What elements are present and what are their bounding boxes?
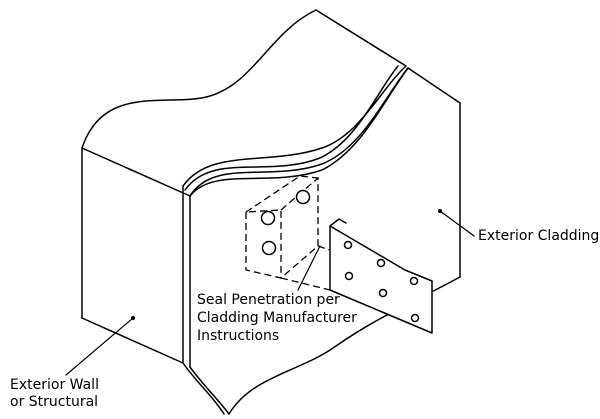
bracket-hole [410, 313, 420, 323]
bracket-hole [344, 271, 354, 281]
wall-joint [189, 67, 409, 197]
bolt-hole [260, 210, 276, 226]
leader-lines [65, 209, 475, 376]
cladding-panel-edge [184, 65, 399, 191]
exterior-cladding-label: Exterior Cladding [478, 228, 599, 244]
seal-penetration-label: Seal Penetration per Cladding Manufactur… [197, 292, 361, 344]
exterior-wall [81, 9, 407, 364]
bracket-hole [378, 288, 388, 298]
exterior-wall-label: Exterior Wall or Structural [10, 377, 103, 410]
bracket-hole [343, 240, 353, 250]
bolt-hole [295, 189, 311, 205]
bracket-arm [329, 225, 433, 334]
bracket-hole [409, 276, 419, 286]
bolt-hole [261, 240, 277, 256]
bracket-hole [376, 258, 386, 268]
mounting-bracket [245, 175, 433, 334]
exterior-cladding [182, 67, 461, 415]
